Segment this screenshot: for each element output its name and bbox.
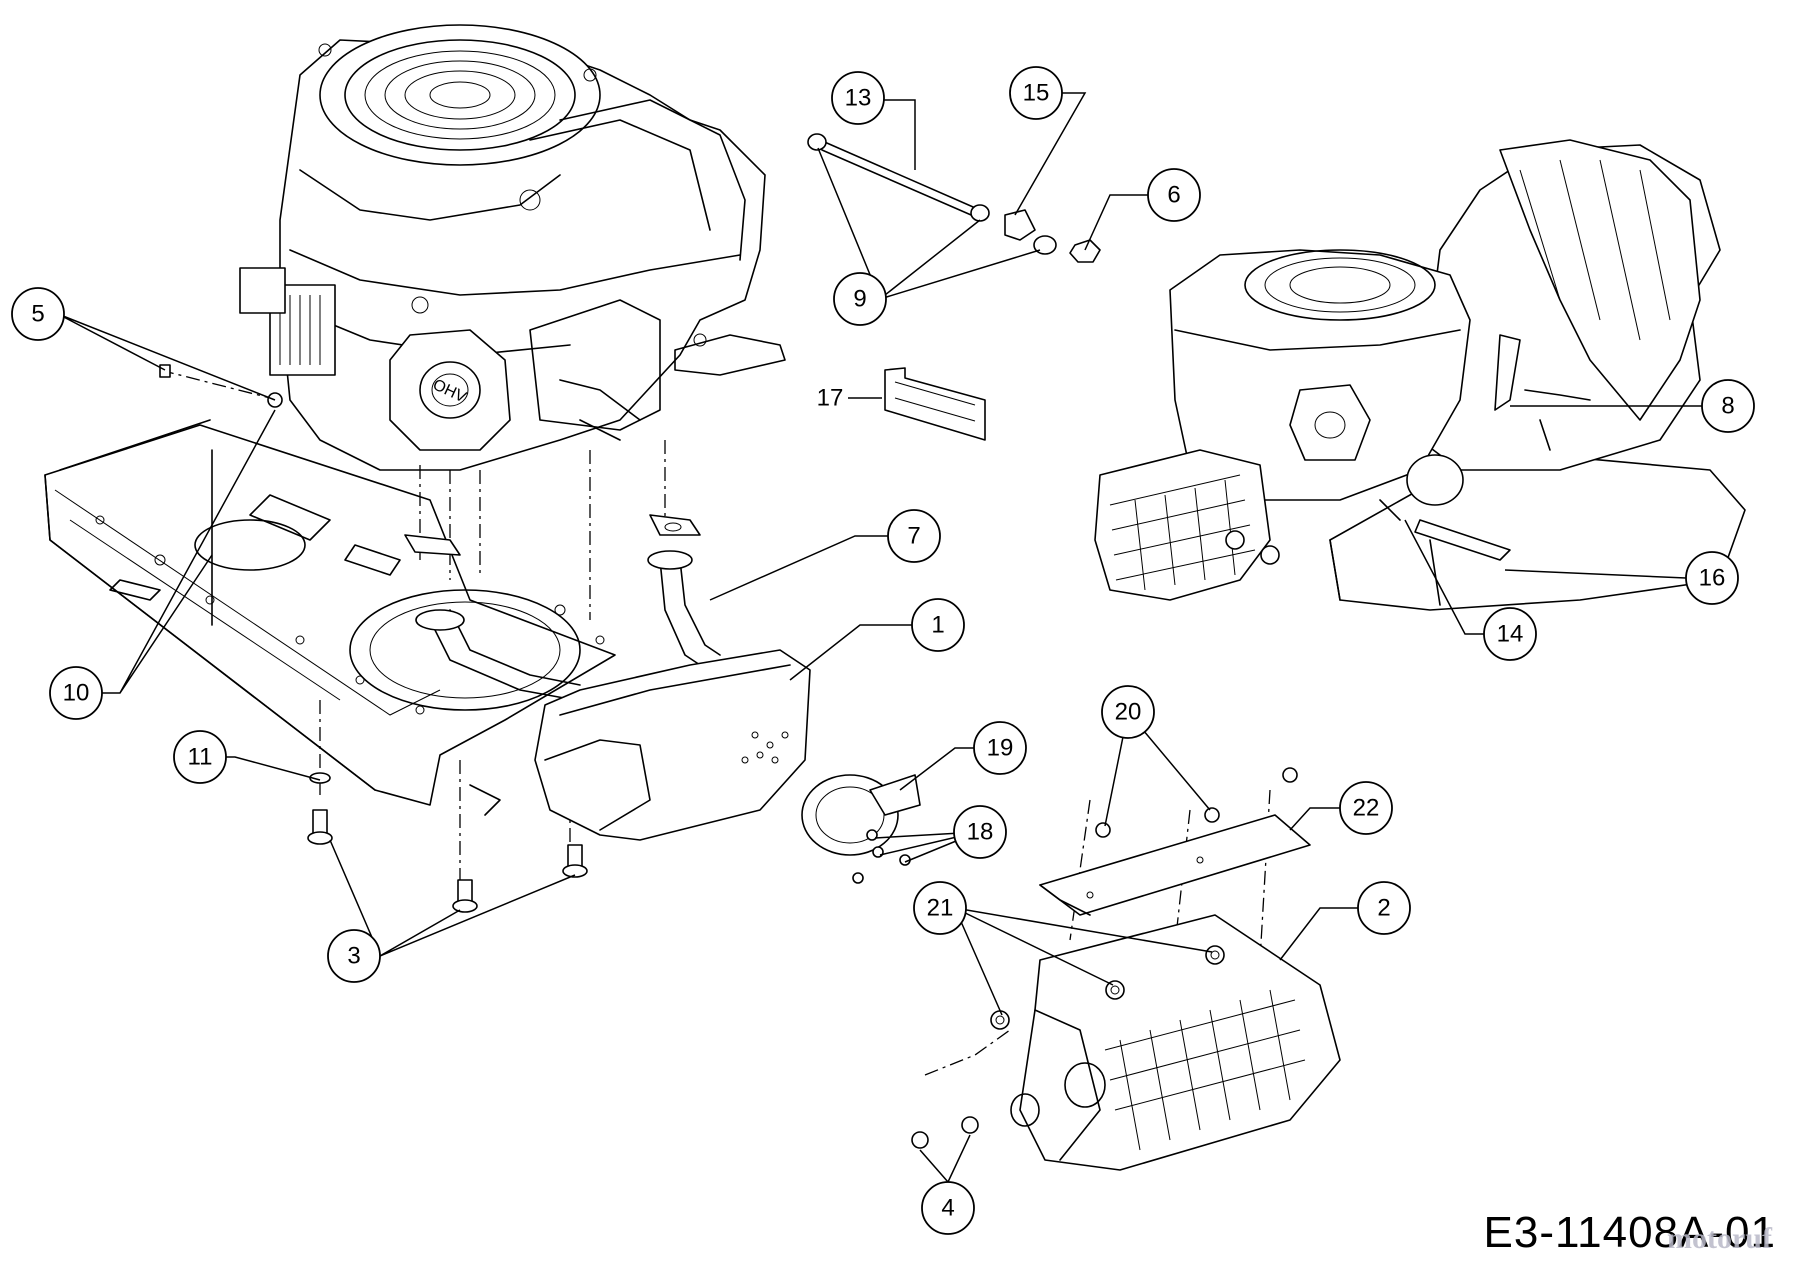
callout-20[interactable]: 20 <box>1101 685 1155 739</box>
heat-shield-plate <box>1039 767 1311 916</box>
callout-label: 15 <box>1023 80 1050 107</box>
muffler-guard <box>911 914 1341 1171</box>
callout-13[interactable]: 13 <box>831 71 885 125</box>
callout-label: 21 <box>927 895 954 922</box>
callout-label: 14 <box>1497 621 1524 648</box>
watermark-logo: motoruf <box>1667 1222 1772 1255</box>
chassis-frame <box>44 419 616 816</box>
callout-17[interactable]: 17 <box>817 385 844 412</box>
callout-10[interactable]: 10 <box>49 666 103 720</box>
callout-9[interactable]: 9 <box>833 272 887 326</box>
callout-21[interactable]: 21 <box>913 881 967 935</box>
callout-16[interactable]: 16 <box>1685 551 1739 605</box>
spark-arrestor <box>801 774 921 856</box>
cable-parts <box>807 133 1101 441</box>
callout-label: 6 <box>1167 182 1180 209</box>
callout-11[interactable]: 11 <box>173 730 227 784</box>
callout-3[interactable]: 3 <box>327 929 381 983</box>
screws-18 <box>852 829 911 884</box>
callout-4[interactable]: 4 <box>921 1181 975 1235</box>
callout-label: 3 <box>347 943 360 970</box>
callout-label: 11 <box>188 744 213 771</box>
callout-label: 4 <box>941 1195 954 1222</box>
callout-label: 5 <box>31 301 44 328</box>
engine-main: OHV <box>239 24 786 471</box>
bolts-left <box>159 364 588 913</box>
callout-22[interactable]: 22 <box>1339 781 1393 835</box>
callout-6[interactable]: 6 <box>1147 168 1201 222</box>
callout-7[interactable]: 7 <box>887 509 941 563</box>
callout-label: 7 <box>907 523 920 550</box>
callout-label: 22 <box>1353 795 1380 822</box>
callout-label: 2 <box>1377 895 1390 922</box>
callout-8[interactable]: 8 <box>1701 379 1755 433</box>
callout-label[interactable]: 17 <box>817 385 844 412</box>
callout-19[interactable]: 19 <box>973 721 1027 775</box>
callout-label: 8 <box>1721 393 1734 420</box>
leader-lines <box>57 92 1702 1183</box>
callout-label: 10 <box>63 680 90 707</box>
callout-14[interactable]: 14 <box>1483 607 1537 661</box>
callout-1[interactable]: 1 <box>911 598 965 652</box>
callout-label: 19 <box>987 735 1014 762</box>
callout-label: 18 <box>967 819 994 846</box>
callouts: 1 2 3 4 5 6 7 8 9 10 11 13 14 15 16 17 1… <box>11 66 1755 1235</box>
callout-15[interactable]: 15 <box>1009 66 1063 120</box>
drawing-code: E3-11408A-01 <box>1483 1208 1776 1257</box>
callout-label: 16 <box>1699 565 1726 592</box>
callout-label: 9 <box>853 286 866 313</box>
callout-5[interactable]: 5 <box>11 287 65 341</box>
callout-18[interactable]: 18 <box>953 805 1007 859</box>
callout-2[interactable]: 2 <box>1357 881 1411 935</box>
callout-label: 1 <box>931 612 944 639</box>
callout-label: 13 <box>845 85 872 112</box>
callout-label: 20 <box>1115 699 1142 726</box>
muffler-assembly <box>404 514 811 841</box>
engine-assembled-view <box>1094 139 1746 611</box>
